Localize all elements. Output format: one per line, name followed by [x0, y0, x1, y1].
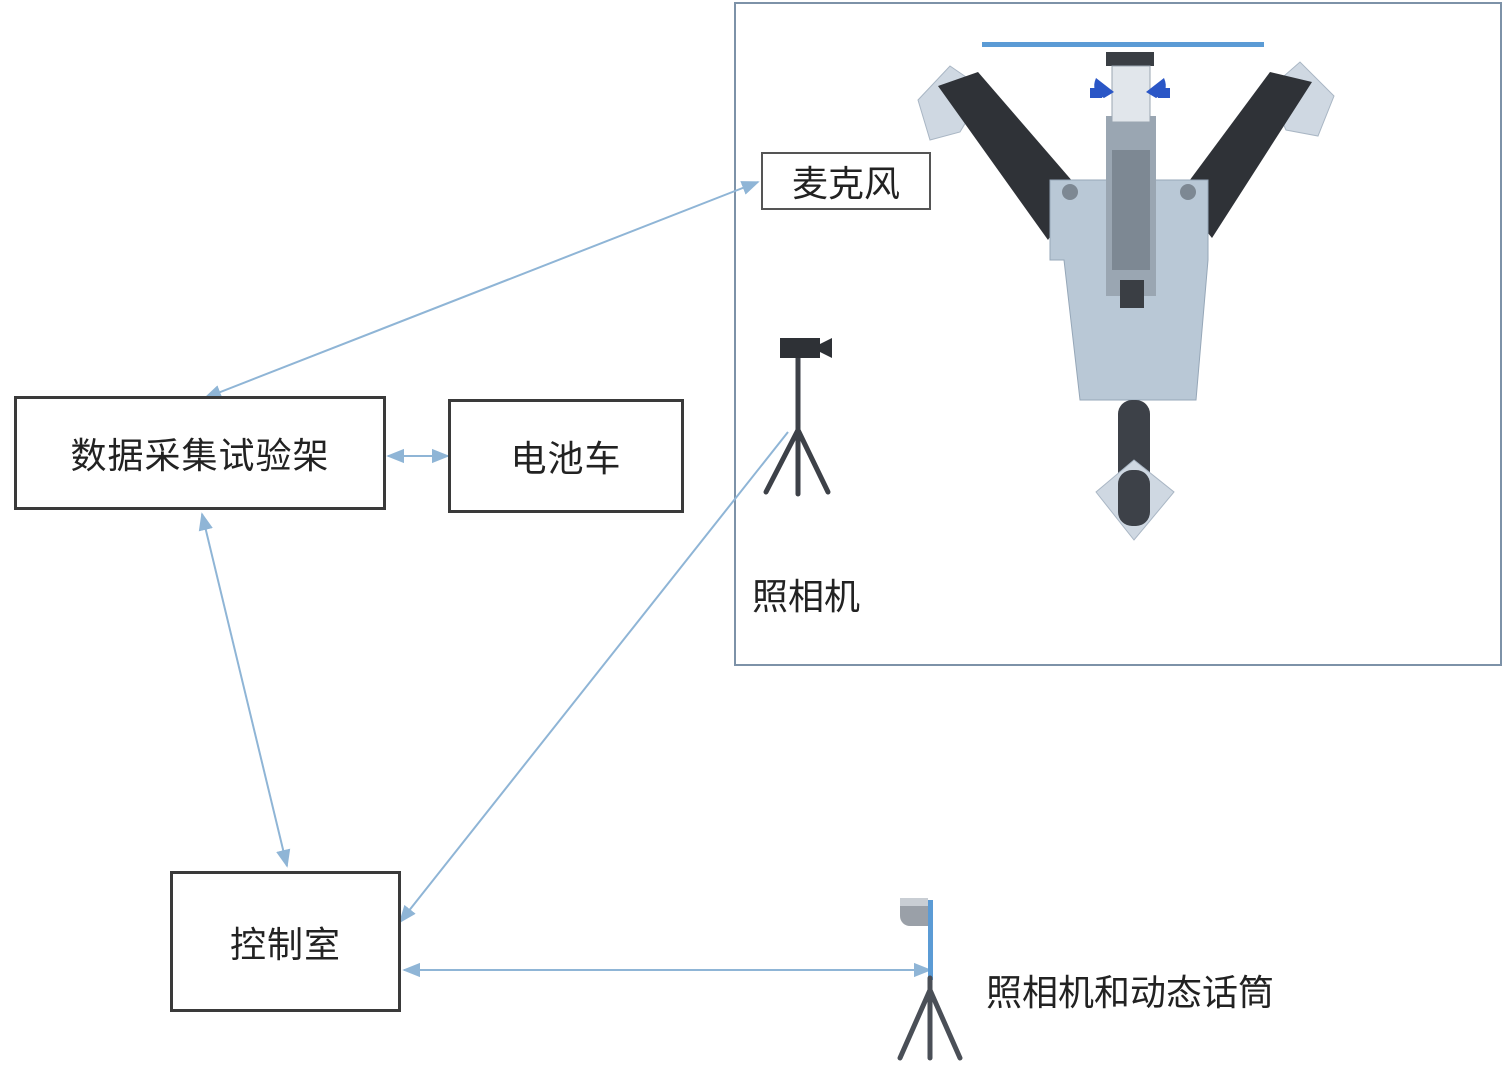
battery-cart-label: 电池车 — [510, 439, 622, 480]
control-room-box: 控制室 — [170, 871, 401, 1012]
camera-and-mic-label: 照相机和动态话筒 — [986, 973, 1275, 1014]
daq-rack-box: 数据采集试验架 — [14, 396, 386, 510]
arrow-rack-microphone — [203, 181, 760, 399]
arrow-camera-control — [398, 431, 789, 924]
control-room-label: 控制室 — [229, 924, 341, 966]
microphone-box: 麦克风 — [761, 152, 931, 210]
daq-rack-label: 数据采集试验架 — [70, 436, 330, 477]
camera-label: 照相机 — [752, 577, 861, 618]
arrow-rack-control — [198, 512, 291, 868]
battery-cart-box: 电池车 — [448, 399, 684, 513]
rotor-bar — [982, 42, 1264, 47]
microphone-label: 麦克风 — [791, 164, 900, 205]
right-blade — [1178, 72, 1312, 238]
left-blade — [938, 72, 1080, 240]
